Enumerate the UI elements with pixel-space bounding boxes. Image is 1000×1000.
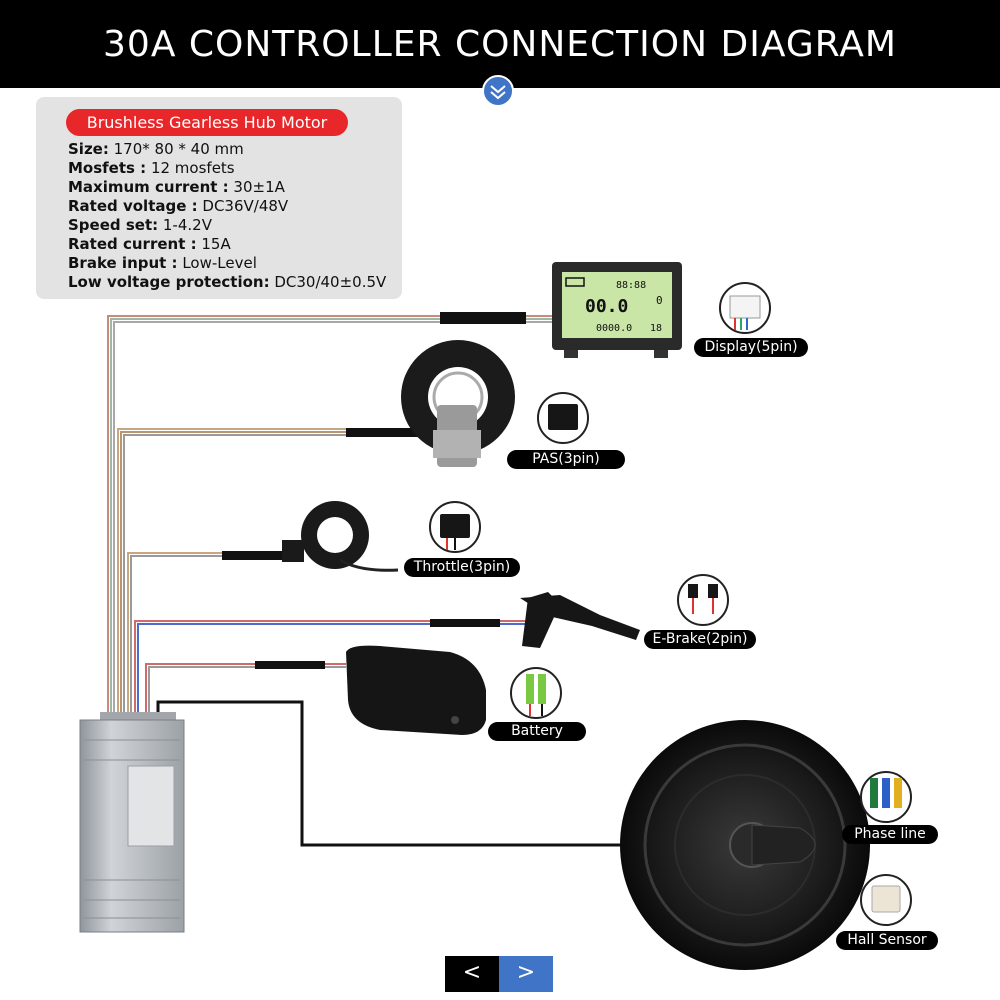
chevron-down-icon[interactable] bbox=[482, 75, 514, 107]
lcd-time: 88:88 bbox=[616, 280, 646, 291]
spec-row: Rated current : 15A bbox=[68, 235, 386, 254]
spec-key: Size: bbox=[68, 140, 109, 158]
display-connector-icon bbox=[719, 282, 771, 334]
pas-cable bbox=[117, 428, 420, 718]
spec-key: Mosfets : bbox=[68, 159, 147, 177]
phase-connector-icon bbox=[860, 771, 912, 823]
display-cable bbox=[107, 312, 552, 718]
prev-button[interactable]: < bbox=[445, 956, 499, 992]
spec-value: 15A bbox=[196, 235, 231, 253]
spec-row: Rated voltage : DC36V/48V bbox=[68, 197, 386, 216]
spec-value: 30±1A bbox=[228, 178, 285, 196]
pas-connector-icon bbox=[537, 392, 589, 444]
lcd-right: 18 bbox=[650, 323, 662, 334]
lcd-speed: 00.0 bbox=[585, 296, 628, 317]
display-label: Display(5pin) bbox=[694, 338, 808, 357]
spec-row: Maximum current : 30±1A bbox=[68, 178, 386, 197]
pas-label: PAS(3pin) bbox=[507, 450, 625, 469]
throttle-label: Throttle(3pin) bbox=[404, 558, 520, 577]
battery-pack bbox=[346, 645, 486, 735]
lcd-odo: 0000.0 bbox=[596, 323, 632, 334]
spec-row: Brake input : Low-Level bbox=[68, 254, 386, 273]
ebrake-lever bbox=[520, 592, 640, 648]
spec-value: 1-4.2V bbox=[158, 216, 212, 234]
hall-connector-icon bbox=[860, 874, 912, 926]
spec-key: Rated voltage : bbox=[68, 197, 198, 215]
lcd-gear: 0 bbox=[656, 294, 663, 307]
header-bar: 30A CONTROLLER CONNECTION DIAGRAM bbox=[0, 0, 1000, 88]
spec-row: Mosfets : 12 mosfets bbox=[68, 159, 386, 178]
spec-key: Maximum current : bbox=[68, 178, 229, 196]
spec-key: Speed set: bbox=[68, 216, 159, 234]
page-title: 30A CONTROLLER CONNECTION DIAGRAM bbox=[103, 24, 897, 65]
spec-value: Low-Level bbox=[177, 254, 257, 272]
spec-value: DC30/40±0.5V bbox=[269, 273, 387, 291]
spec-key: Low voltage protection: bbox=[68, 273, 270, 291]
spec-panel: Brushless Gearless Hub Motor Size: 170* … bbox=[36, 97, 402, 299]
hall-sensor-label: Hall Sensor bbox=[836, 931, 938, 950]
throttle-cable bbox=[127, 551, 300, 718]
motor-cable bbox=[156, 700, 625, 847]
spec-value: DC36V/48V bbox=[197, 197, 289, 215]
battery-label: Battery bbox=[488, 722, 586, 741]
lcd-display: 88:88 00.0 0 0000.0 18 bbox=[552, 262, 682, 358]
phase-line-label: Phase line bbox=[842, 825, 938, 844]
spec-key: Brake input : bbox=[68, 254, 178, 272]
spec-row: Low voltage protection: DC30/40±0.5V bbox=[68, 273, 386, 292]
controller bbox=[79, 712, 185, 933]
throttle-connector-icon bbox=[429, 501, 481, 553]
hub-motor bbox=[620, 720, 870, 970]
spec-row: Speed set: 1-4.2V bbox=[68, 216, 386, 235]
spec-list: Size: 170* 80 * 40 mm Mosfets : 12 mosfe… bbox=[68, 140, 386, 292]
pas-sensor bbox=[401, 340, 515, 467]
ebrake-connector-icon bbox=[677, 574, 729, 626]
battery-connector-icon bbox=[510, 667, 562, 719]
spec-title: Brushless Gearless Hub Motor bbox=[66, 109, 348, 136]
next-button[interactable]: > bbox=[499, 956, 553, 992]
ebrake-cable bbox=[134, 619, 530, 718]
battery-cable bbox=[145, 661, 346, 718]
spec-row: Size: 170* 80 * 40 mm bbox=[68, 140, 386, 159]
spec-value: 170* 80 * 40 mm bbox=[108, 140, 244, 158]
throttle-grip bbox=[282, 501, 399, 572]
spec-key: Rated current : bbox=[68, 235, 197, 253]
ebrake-label: E-Brake(2pin) bbox=[644, 630, 756, 649]
spec-value: 12 mosfets bbox=[146, 159, 235, 177]
